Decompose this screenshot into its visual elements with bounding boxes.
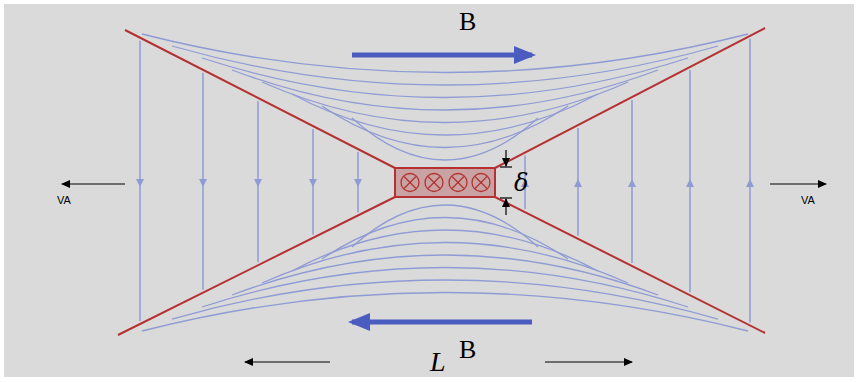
field-line: [202, 58, 688, 98]
inflow-line: [631, 180, 633, 263]
field-line: [322, 106, 568, 148]
inflow-line: [749, 39, 751, 186]
field-label: B: [459, 9, 476, 35]
inflow-line: [257, 101, 259, 186]
inflow-line: [357, 180, 359, 212]
field-line: [352, 118, 538, 160]
inflow-line: [631, 100, 633, 186]
field-line: [232, 70, 658, 110]
current-into-page-symbols: [401, 174, 490, 192]
inflow-line: [577, 180, 579, 236]
field-line: [262, 243, 628, 284]
velocity-label: VA: [57, 195, 71, 206]
inflow-line: [749, 180, 751, 322]
field-label: B: [459, 337, 476, 363]
length-label: L: [430, 348, 446, 376]
inflow-line: [202, 180, 204, 290]
length-arrow: [245, 361, 330, 362]
inflow-line: [689, 180, 691, 292]
field-line: [142, 293, 748, 332]
thickness-markers: [500, 150, 512, 215]
field-line: [352, 205, 538, 247]
thickness-label: δ: [514, 171, 528, 195]
field-line: [142, 34, 748, 73]
length-arrow: [545, 361, 632, 362]
outflow-arrow: [62, 183, 125, 184]
field-direction-arrow: [352, 320, 532, 325]
inflow-line: [202, 73, 204, 186]
inflow-line: [139, 41, 141, 186]
diffusion-region: [395, 168, 495, 197]
field-line: [202, 268, 688, 308]
field-line: [262, 82, 628, 123]
inflow-line: [312, 129, 314, 186]
field-line: [172, 280, 718, 319]
inflow-line: [257, 180, 259, 262]
inflow-line: [689, 70, 691, 186]
inflow-line: [312, 180, 314, 235]
field-line: [322, 218, 568, 260]
field-lines: [142, 34, 748, 331]
outflow-arrow: [770, 183, 826, 184]
inflow-line: [577, 128, 579, 186]
separatrix-lines: [118, 28, 765, 335]
field-direction-arrow: [352, 53, 532, 58]
inflow-line: [139, 180, 141, 321]
field-line: [172, 46, 718, 85]
field-line: [232, 255, 658, 295]
velocity-label: VA: [801, 195, 815, 206]
